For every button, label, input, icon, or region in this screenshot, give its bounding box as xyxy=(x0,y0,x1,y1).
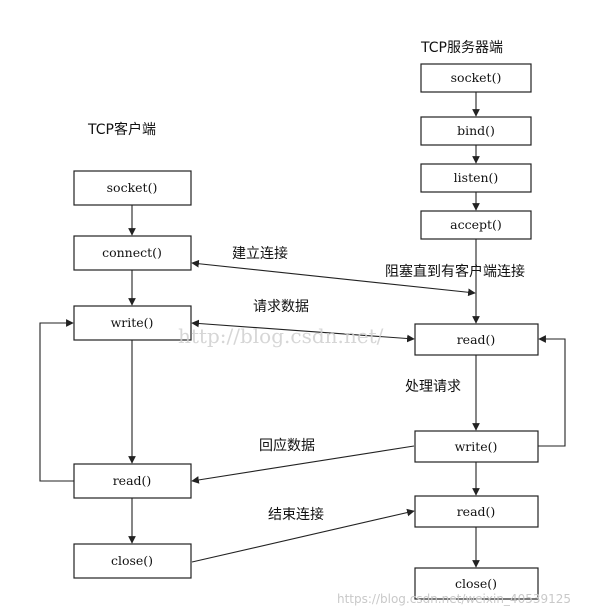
server-bind-box: bind() xyxy=(420,116,532,146)
server-close-box: close() xyxy=(414,567,539,600)
client-heading: TCP客户端 xyxy=(87,121,156,138)
arrow-request-data xyxy=(191,319,415,343)
server-bind-label: bind() xyxy=(457,123,495,138)
label-process: 处理请求 xyxy=(405,379,461,395)
arrow-establish-connection xyxy=(191,259,476,297)
server-close-label: close() xyxy=(455,576,497,591)
arrow-client-loop xyxy=(39,319,74,482)
watermark-center: http://blog.csdn.net/ xyxy=(178,324,384,348)
server-read2-label: read() xyxy=(457,504,496,519)
label-establish: 建立连接 xyxy=(232,245,288,262)
client-write-box: write() xyxy=(73,305,192,341)
server-heading: TCP服务器端 xyxy=(420,40,503,56)
server-listen-box: listen() xyxy=(420,163,532,193)
server-accept-label: accept() xyxy=(450,217,502,232)
label-end: 结束连接 xyxy=(268,506,324,523)
client-read-label: read() xyxy=(113,473,152,488)
server-accept-box: accept() xyxy=(420,210,532,240)
label-request: 请求数据 xyxy=(253,299,309,315)
client-close-label: close() xyxy=(111,553,153,568)
label-block: 阻塞直到有客户端连接 xyxy=(385,263,525,280)
arrow-end-connection xyxy=(191,508,415,563)
server-read-label: read() xyxy=(457,332,496,347)
server-socket-label: socket() xyxy=(451,70,502,85)
watermark-bottom: https://blog.csdn.net/weixin_40539125 xyxy=(337,592,571,606)
client-read-box: read() xyxy=(73,463,192,499)
server-write-label: write() xyxy=(455,439,498,454)
client-socket-box: socket() xyxy=(73,170,192,206)
client-socket-label: socket() xyxy=(107,180,158,195)
arrow-response-data xyxy=(191,445,415,484)
server-read-box: read() xyxy=(414,323,539,356)
server-listen-label: listen() xyxy=(454,170,499,185)
client-connect-box: connect() xyxy=(73,235,192,271)
client-connect-label: connect() xyxy=(102,245,162,260)
client-close-box: close() xyxy=(73,543,192,579)
server-socket-box: socket() xyxy=(420,63,532,93)
label-response: 回应数据 xyxy=(259,437,315,454)
arrow-server-loop xyxy=(538,335,566,447)
client-write-label: write() xyxy=(111,315,154,330)
server-write-box: write() xyxy=(414,430,539,463)
server-read2-box: read() xyxy=(414,495,539,528)
